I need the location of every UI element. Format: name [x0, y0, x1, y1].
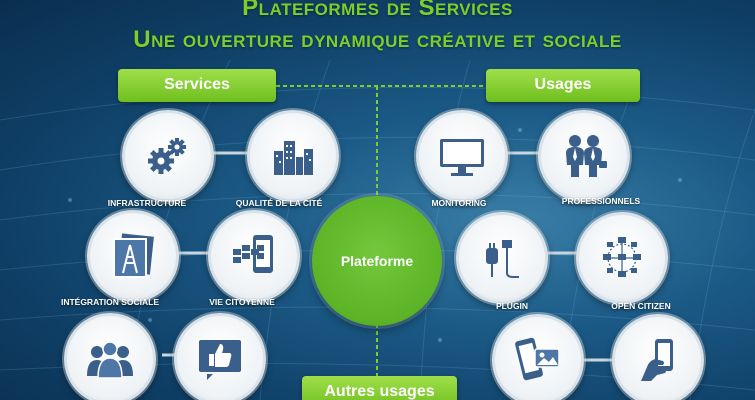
monitoring-node — [416, 110, 508, 202]
network-icon — [603, 237, 641, 277]
gears-icon — [148, 138, 186, 174]
hand-phone-node — [612, 314, 704, 400]
qualite-cite-label: QUALITÉ DE LA CITÉ — [235, 198, 323, 208]
open-citizen-node — [576, 212, 668, 304]
plateforme-hub: Plateforme — [312, 196, 442, 326]
vie-citoyenne-node — [208, 210, 300, 302]
mobile-media-node — [492, 314, 584, 400]
tablet-icon — [233, 235, 273, 273]
plugin-node — [456, 212, 548, 304]
usages-header: Usages — [486, 69, 640, 102]
monitor-icon — [440, 139, 484, 176]
phone-media-icon — [515, 337, 560, 381]
hand-phone-icon — [641, 339, 673, 381]
infrastructure-node — [122, 110, 214, 202]
like-node — [174, 313, 266, 400]
integration-sociale-node — [87, 210, 179, 302]
paris-photo-icon — [113, 233, 154, 278]
professionnels-node — [538, 110, 630, 202]
qualite-cite-node — [247, 110, 339, 202]
thumbs-up-icon — [199, 340, 241, 380]
business-people-icon — [566, 135, 607, 177]
title-line-1: Plateformes de Services — [242, 0, 513, 21]
services-header: Services — [118, 69, 276, 102]
title-line-2: Une ouverture dynamique créative et soci… — [133, 26, 622, 53]
plug-icon — [486, 240, 519, 278]
open-citizen-label: OPEN CITIZEN — [611, 301, 671, 311]
vie-citoyenne-label: VIE CITOYENNE — [209, 297, 275, 307]
monitoring-label: MONITORING — [431, 198, 487, 208]
autres-usages-header: Autres usages — [302, 376, 457, 400]
plugin-label: PLUGIN — [495, 301, 529, 311]
people-group-icon — [87, 341, 133, 379]
community-node — [64, 313, 156, 400]
professionnels-label: PROFESSIONNELS — [561, 196, 641, 206]
infrastructure-label: INFRASTRUCTURE — [107, 198, 187, 208]
city-buildings-icon — [274, 141, 313, 175]
integration-sociale-label: INTÉGRATION SOCIALE — [60, 297, 160, 307]
